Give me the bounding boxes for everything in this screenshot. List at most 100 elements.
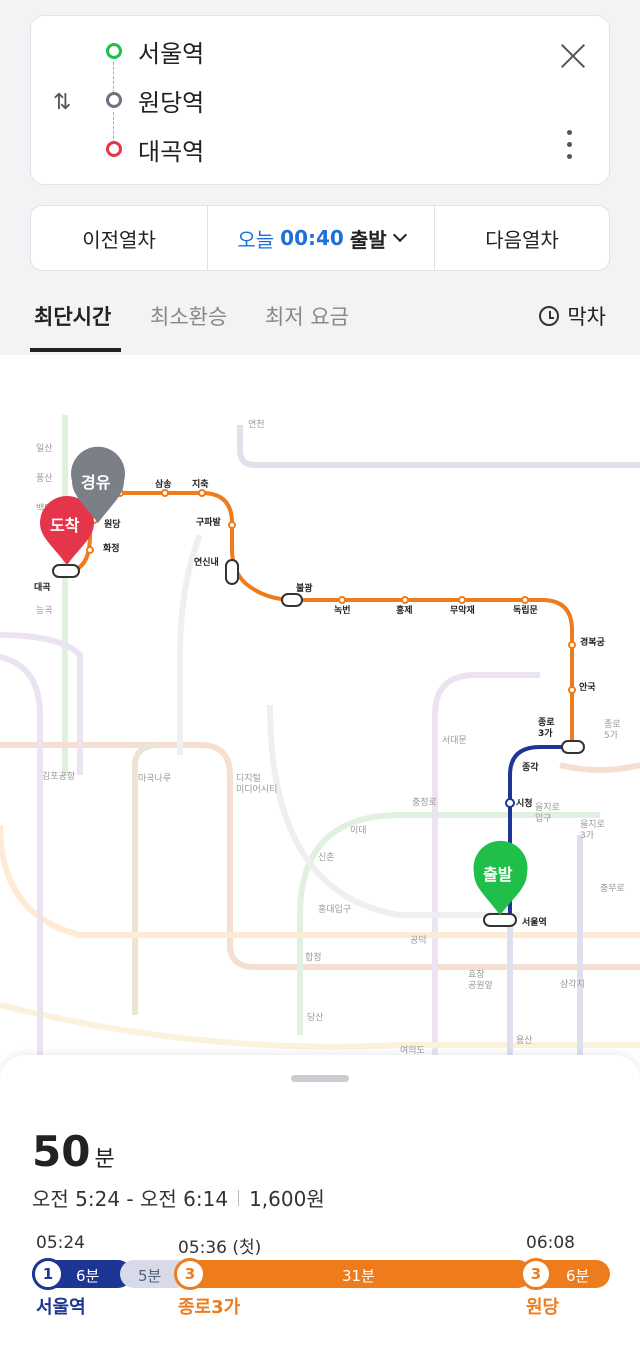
chevron-down-icon xyxy=(392,227,407,243)
swap-icon[interactable]: ⇅ xyxy=(53,90,72,115)
next-train-button[interactable]: 다음열차 xyxy=(485,227,559,252)
line1-minutes: 6분 xyxy=(76,1267,100,1285)
label-neunggok: 능곡 xyxy=(36,605,53,616)
destination-dot-icon xyxy=(106,141,122,157)
depart-label: 출발 xyxy=(349,227,387,252)
origin-dot-icon xyxy=(106,43,122,59)
label-anguk: 안국 xyxy=(579,682,596,693)
label-gyeongbokgung: 경복궁 xyxy=(580,636,606,648)
route-summary-line: 오전 5:24 - 오전 6:14 1,600원 xyxy=(32,1183,325,1212)
label-chungjeongno: 충정로 xyxy=(412,797,437,808)
origin-name: 서울역 xyxy=(138,39,205,68)
label-sinchon: 신촌 xyxy=(318,852,335,863)
label-hongje: 홍제 xyxy=(396,604,413,616)
label-ewha: 이대 xyxy=(350,825,367,836)
label-seoulstation: 서울역 xyxy=(522,916,547,928)
via-name: 원당역 xyxy=(138,88,205,117)
total-duration: 50 분 xyxy=(32,1127,115,1176)
route-connector xyxy=(113,112,114,148)
label-samgakji: 삼각지 xyxy=(560,978,585,990)
close-icon[interactable] xyxy=(559,42,587,70)
label-bulgwang: 불광 xyxy=(296,582,313,594)
tab-fastest[interactable]: 최단시간 xyxy=(34,305,112,329)
route-connector xyxy=(113,62,114,98)
segment-time-3: 06:08 xyxy=(526,1233,575,1253)
label-yongsan: 용산 xyxy=(516,1035,533,1046)
departure-time-selector[interactable]: 오늘 00:40 출발 xyxy=(208,206,435,270)
segment-time-1: 05:24 xyxy=(36,1233,85,1253)
today-label: 오늘 xyxy=(237,227,275,252)
walk-minutes: 5분 xyxy=(138,1267,162,1285)
clock-icon xyxy=(539,306,560,326)
label-jonggak: 종각 xyxy=(522,761,539,773)
subway-map[interactable]: 대곡 원당 화정 삼송 지축 구파발 연신내 불광 녹번 홍제 무악재 독립문 … xyxy=(0,355,640,1075)
line-1-badge-icon: 1 xyxy=(32,1258,64,1290)
route-card: ⇅ 서울역 원당역 대곡역 xyxy=(30,15,610,185)
via-dot-icon xyxy=(106,92,122,108)
label-gupabal: 구파발 xyxy=(196,516,222,528)
segment-time-2: 05:36 (첫) xyxy=(178,1238,262,1258)
prev-train-button[interactable]: 이전열차 xyxy=(31,206,208,270)
summary-divider xyxy=(238,1189,240,1206)
line3b-minutes: 6분 xyxy=(566,1267,590,1285)
route-option-tabs: 최단시간 최소환승 최저 요금 막차 xyxy=(0,285,640,353)
label-wondang: 원당 xyxy=(104,518,121,530)
departure-time-bar: 이전열차 오늘 00:40 출발 다음열차 xyxy=(30,205,610,271)
line-3b-badge-icon: 3 xyxy=(520,1258,552,1290)
subway-map-canvas: 대곡 원당 화정 삼송 지축 구파발 연신내 불광 녹번 홍제 무악재 독립문 … xyxy=(0,415,640,1075)
tab-least-transfer[interactable]: 최소환승 xyxy=(150,305,228,329)
fare: 1,600원 xyxy=(249,1187,325,1211)
label-dongnimmun: 독립문 xyxy=(513,604,538,616)
origin-stop[interactable]: 서울역 xyxy=(106,36,205,68)
line-3-badge-icon: 3 xyxy=(174,1258,206,1290)
label-gongdeok: 공덕 xyxy=(410,935,427,946)
destination-stop[interactable]: 대곡역 xyxy=(106,134,205,166)
label-ilsan: 일산 xyxy=(36,443,53,454)
duration-unit: 분 xyxy=(94,1147,115,1172)
label-yeoncheon: 연천 xyxy=(248,419,265,430)
destination-name: 대곡역 xyxy=(138,137,205,166)
label-nokbeon: 녹번 xyxy=(334,604,351,616)
via-stop[interactable]: 원당역 xyxy=(106,85,205,117)
label-yeouido: 여의도 xyxy=(400,1044,425,1056)
last-train-button[interactable]: 막차 xyxy=(539,301,606,331)
segment-station-1: 서울역 xyxy=(36,1297,86,1318)
sheet-drag-handle[interactable] xyxy=(291,1075,349,1082)
label-seodaemun: 서대문 xyxy=(442,735,467,746)
segment-station-2: 종로3가 xyxy=(178,1297,241,1318)
arrive-pin-label: 도착 xyxy=(50,516,80,535)
start-pin-label: 출발 xyxy=(483,865,513,884)
label-magoknaru: 마곡나루 xyxy=(138,773,171,784)
label-dangsan: 당산 xyxy=(307,1012,324,1023)
duration-number: 50 xyxy=(32,1127,91,1176)
label-hongdae: 홍대입구 xyxy=(318,903,351,915)
label-yeonsinnae: 연신내 xyxy=(194,556,219,568)
label-hapjeong: 합정 xyxy=(305,952,322,963)
segment-bar-line3 xyxy=(176,1260,532,1288)
label-jichuk: 지축 xyxy=(192,478,209,490)
time-range: 오전 5:24 - 오전 6:14 xyxy=(32,1187,229,1211)
line3-minutes: 31분 xyxy=(342,1267,375,1285)
label-pungsan: 풍산 xyxy=(36,473,53,484)
via-pin-label: 경유 xyxy=(81,473,111,492)
label-cityhall: 시청 xyxy=(516,797,533,809)
label-chungmuro: 충무로 xyxy=(600,883,625,894)
label-gimpo: 김포공항 xyxy=(42,770,75,782)
start-pin[interactable]: 출발 xyxy=(473,840,528,915)
station-markers xyxy=(52,489,585,927)
via-pin[interactable]: 경유 xyxy=(71,446,126,523)
departure-time: 00:40 xyxy=(280,226,344,250)
arrive-pin[interactable]: 도착 xyxy=(40,496,94,565)
more-options-icon[interactable] xyxy=(567,130,573,166)
active-tab-indicator xyxy=(30,348,121,352)
label-samsong: 삼송 xyxy=(155,478,172,490)
route-summary-sheet: 50 분 오전 5:24 - 오전 6:14 1,600원 05:24 05:3… xyxy=(0,1055,640,1345)
label-daegok: 대곡 xyxy=(34,581,51,593)
tab-cheapest[interactable]: 최저 요금 xyxy=(265,305,349,329)
